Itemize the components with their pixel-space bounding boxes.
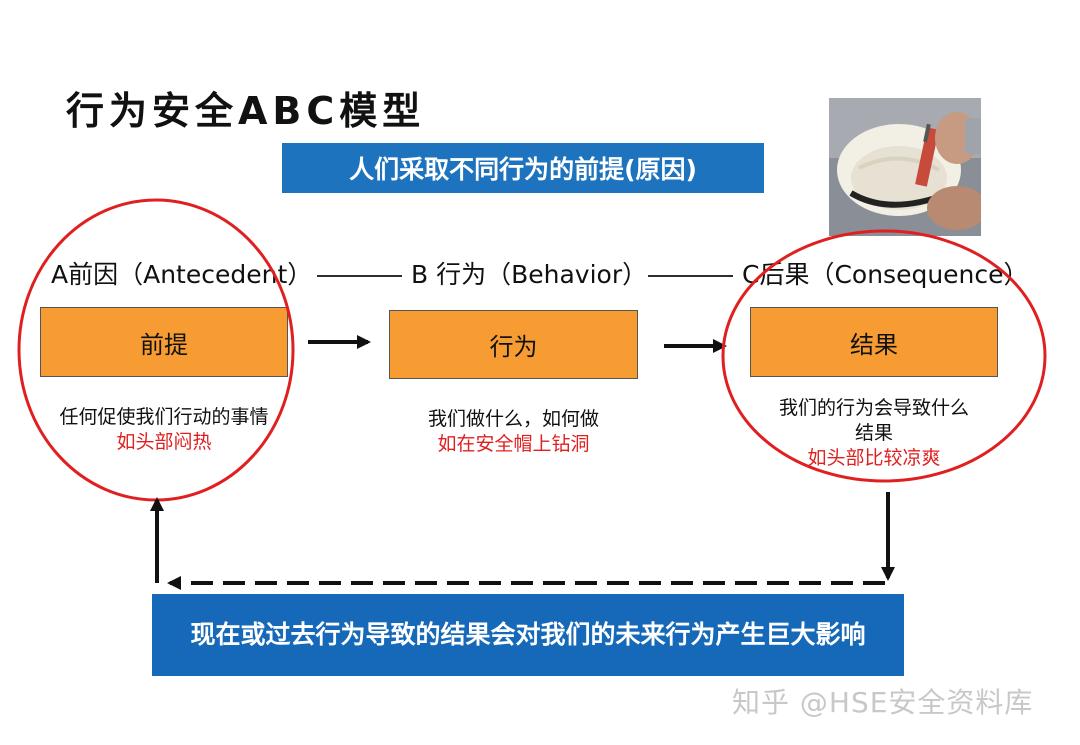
antecedent-text: 任何促使我们行动的事情 — [59, 406, 269, 428]
consequence-example: 如头部比较凉爽 — [807, 447, 941, 469]
consequence-ellipse — [721, 229, 1047, 483]
result-box: 结果 — [750, 307, 998, 377]
behavior-description: 我们做什么，如何做 如在安全帽上钻洞 — [389, 407, 638, 457]
feedback-banner: 现在或过去行为导致的结果会对我们的未来行为产生巨大影响 — [152, 594, 904, 676]
consequence-text-line2: 结果 — [854, 422, 893, 444]
premise-box: 前提 — [40, 307, 288, 377]
antecedent-ellipse — [17, 198, 295, 502]
premise-banner: 人们采取不同行为的前提(原因) — [282, 143, 764, 193]
antecedent-description: 任何促使我们行动的事情 如头部闷热 — [40, 405, 288, 455]
consequence-text-line1: 我们的行为会导致什么 — [778, 397, 969, 419]
behavior-text: 我们做什么，如何做 — [427, 408, 599, 430]
stage-b-label: B 行为（Behavior） — [411, 260, 648, 289]
consequence-description: 我们的行为会导致什么 结果 如头部比较凉爽 — [750, 396, 998, 471]
helmet-drilling-photo — [829, 98, 981, 236]
behavior-example: 如在安全帽上钻洞 — [437, 433, 590, 455]
stage-c-label: C后果（Consequence） — [742, 260, 1029, 289]
page-title: 行为安全ABC模型 — [66, 89, 426, 133]
antecedent-example: 如头部闷热 — [116, 431, 212, 453]
behavior-box: 行为 — [389, 310, 638, 379]
watermark: 知乎 @HSE安全资料库 — [732, 686, 1034, 719]
